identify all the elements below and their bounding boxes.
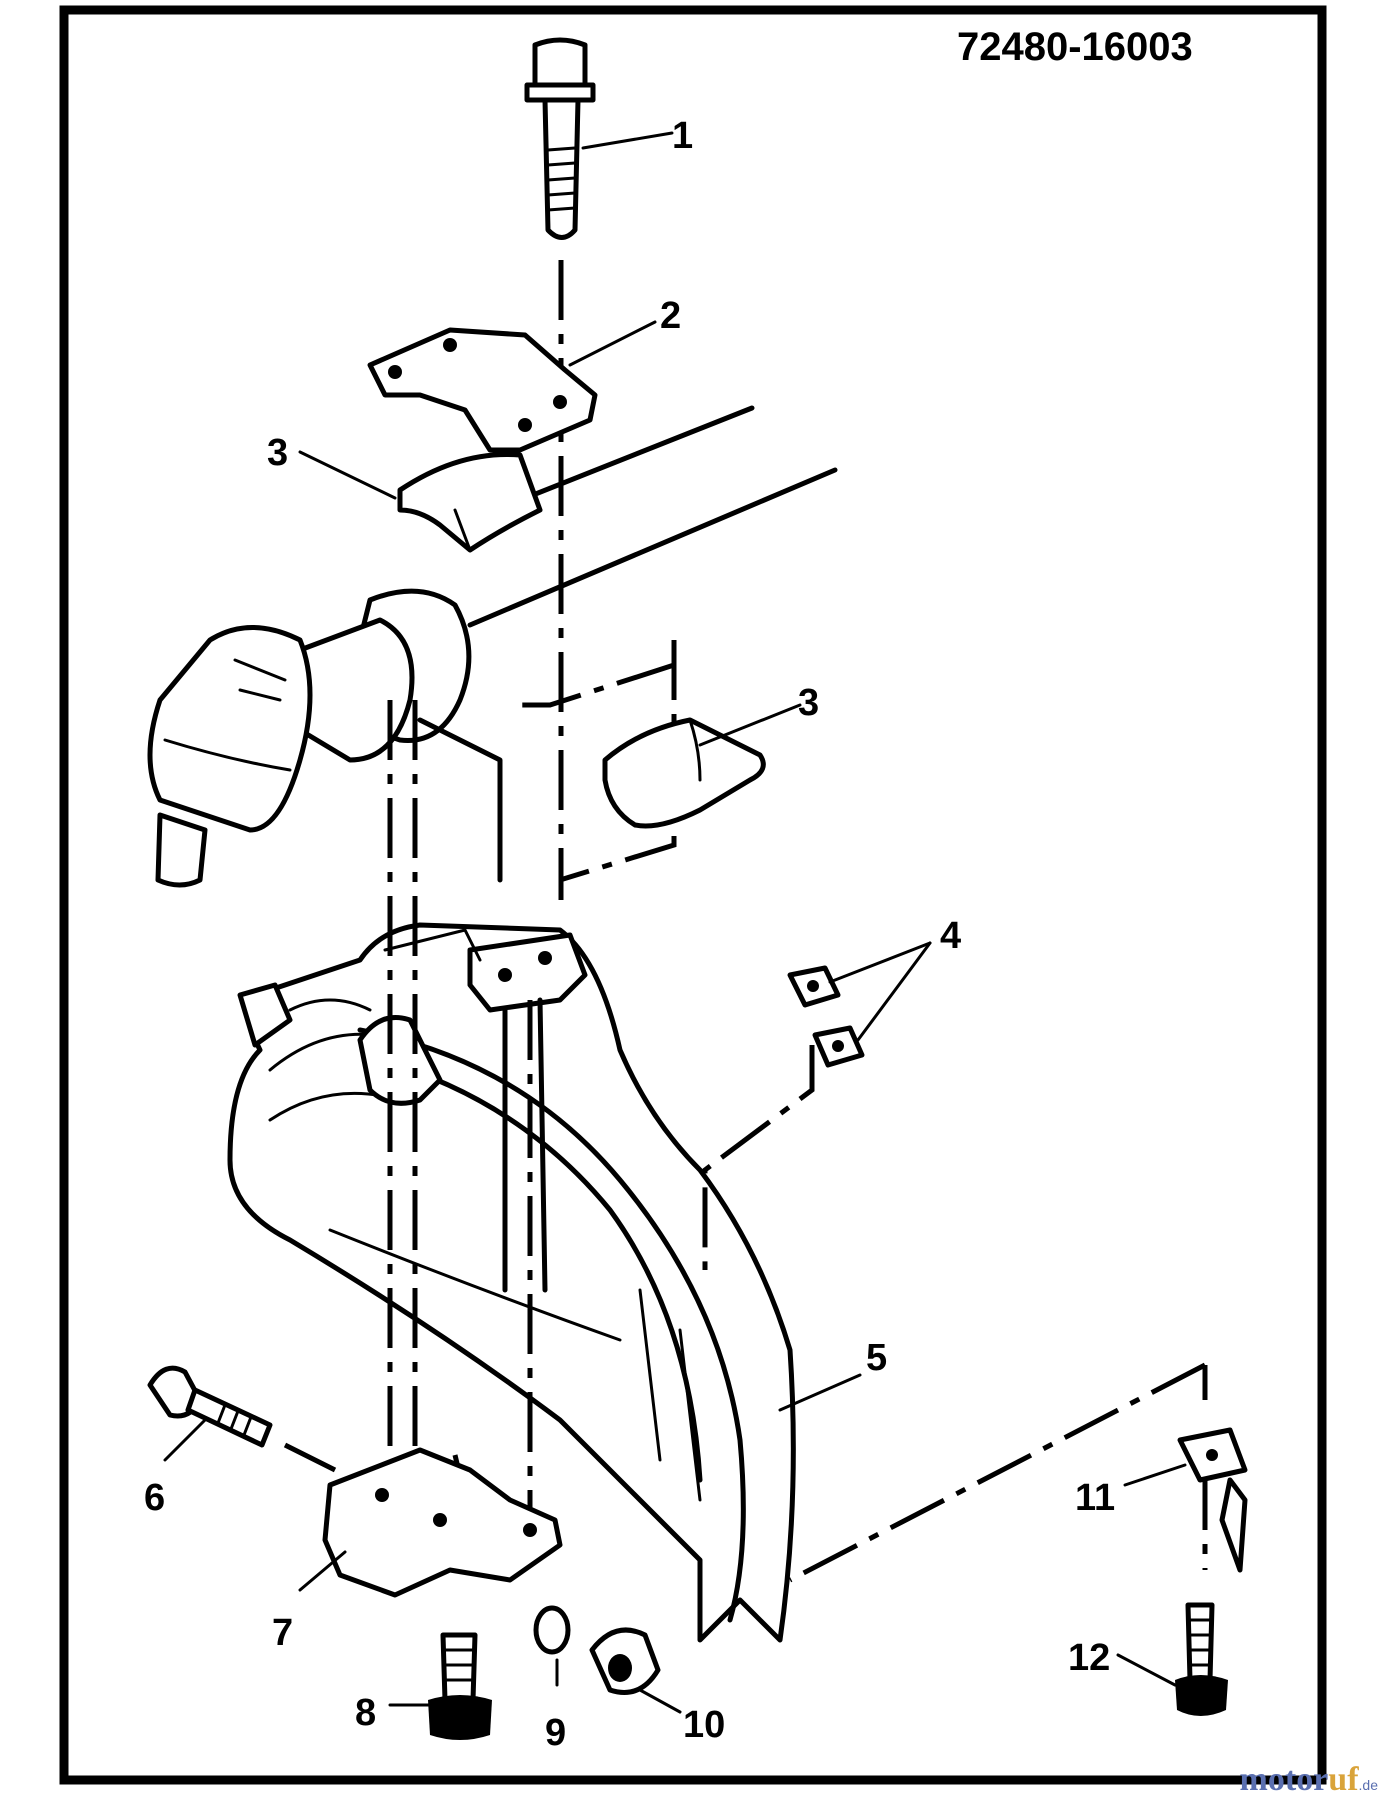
clamp-top-part-2: [367, 327, 598, 453]
callout-8: 8: [355, 1692, 376, 1734]
callout-1: 1: [672, 115, 693, 157]
watermark-part-1: motor: [1240, 1761, 1329, 1798]
diagram-frame: [59, 5, 1327, 1785]
callout-11: 11: [1075, 1477, 1115, 1519]
callout-5: 5: [866, 1337, 887, 1379]
assembly-lines: [283, 260, 1208, 1583]
callout-6: 6: [144, 1477, 165, 1519]
svg-text:motoruf.de: motoruf.de: [1240, 1761, 1379, 1798]
nut-part-10: [589, 1627, 661, 1695]
square-nuts-part-4: [787, 965, 865, 1068]
clamp-half-part-3-lower: [602, 717, 766, 829]
callout-2: 2: [660, 295, 681, 337]
callout-10: 10: [683, 1704, 725, 1746]
washer-part-9: [533, 1605, 571, 1655]
watermark-logo: motoruf.de: [1240, 1761, 1379, 1798]
clamp-half-part-3-upper: [397, 451, 543, 553]
bolt-part-8: [428, 1632, 492, 1740]
line-cutter-part-11: [1177, 1427, 1248, 1573]
watermark-suffix: .de: [1359, 1777, 1379, 1793]
callout-4: 4: [940, 915, 961, 957]
callout-12: 12: [1068, 1637, 1110, 1679]
gear-head-housing: [147, 588, 503, 888]
bolt-part-1: [524, 37, 596, 240]
clamp-bottom-part-7: [322, 1447, 563, 1598]
callout-7: 7: [272, 1612, 293, 1654]
watermark-part-2: uf: [1328, 1761, 1359, 1798]
callout-9: 9: [545, 1712, 566, 1754]
guard-body: [227, 922, 796, 1643]
callout-3-upper: 3: [267, 432, 288, 474]
callout-3-lower: 3: [798, 682, 819, 724]
drawing-number: 72480-16003: [957, 25, 1193, 69]
bolt-part-6: [147, 1365, 273, 1448]
leader-lines: [163, 131, 1187, 1714]
screw-part-12: [1175, 1602, 1228, 1716]
